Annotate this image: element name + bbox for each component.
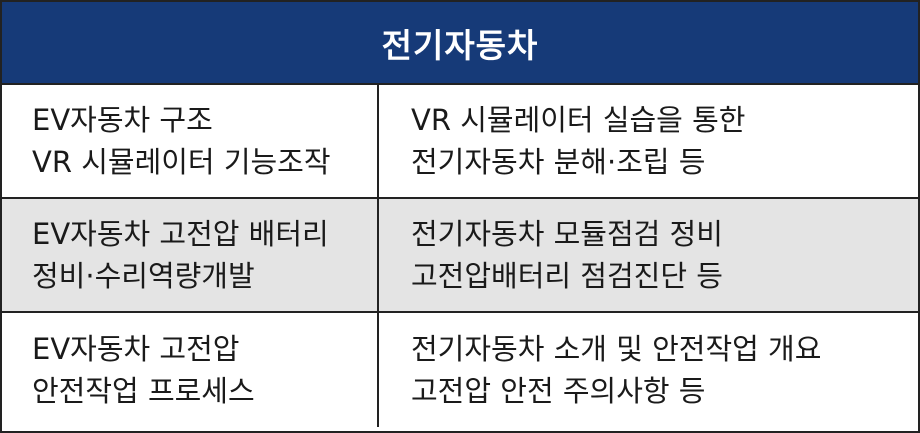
table-header-title: 전기자동차 [381,25,539,65]
table-row: EV자동차 구조 VR 시뮬레이터 기능조작 VR 시뮬레이터 실습을 통한 전… [2,85,918,199]
course-title-cell: EV자동차 고전압 안전작업 프로세스 [2,313,379,427]
course-content-cell: VR 시뮬레이터 실습을 통한 전기자동차 분해·조립 등 [379,85,918,197]
course-content-line: VR 시뮬레이터 실습을 통한 [411,103,746,137]
course-content-line: 고전압 안전 주의사항 등 [411,374,706,408]
course-content-line: 전기자동차 분해·조립 등 [411,145,706,179]
course-title-line: 안전작업 프로세스 [32,374,255,408]
course-title-cell: EV자동차 고전압 배터리 정비·수리역량개발 [2,199,379,311]
course-title-line: EV자동차 구조 [32,103,213,137]
course-title-line: VR 시뮬레이터 기능조작 [32,145,331,179]
course-content-line: 고전압배터리 점검진단 등 [411,259,723,293]
table-header: 전기자동차 [2,2,918,85]
course-content-cell: 전기자동차 모듈점검 정비 고전압배터리 점검진단 등 [379,199,918,311]
course-content-line: 전기자동차 모듈점검 정비 [411,217,723,251]
table-row: EV자동차 고전압 안전작업 프로세스 전기자동차 소개 및 안전작업 개요 고… [2,313,918,427]
table-row: EV자동차 고전압 배터리 정비·수리역량개발 전기자동차 모듈점검 정비 고전… [2,199,918,313]
course-title-line: EV자동차 고전압 [32,332,240,366]
course-content-line: 전기자동차 소개 및 안전작업 개요 [411,332,822,366]
course-title-cell: EV자동차 구조 VR 시뮬레이터 기능조작 [2,85,379,197]
course-content-cell: 전기자동차 소개 및 안전작업 개요 고전압 안전 주의사항 등 [379,313,918,427]
course-title-line: 정비·수리역량개발 [32,259,255,293]
course-title-line: EV자동차 고전압 배터리 [32,217,329,251]
